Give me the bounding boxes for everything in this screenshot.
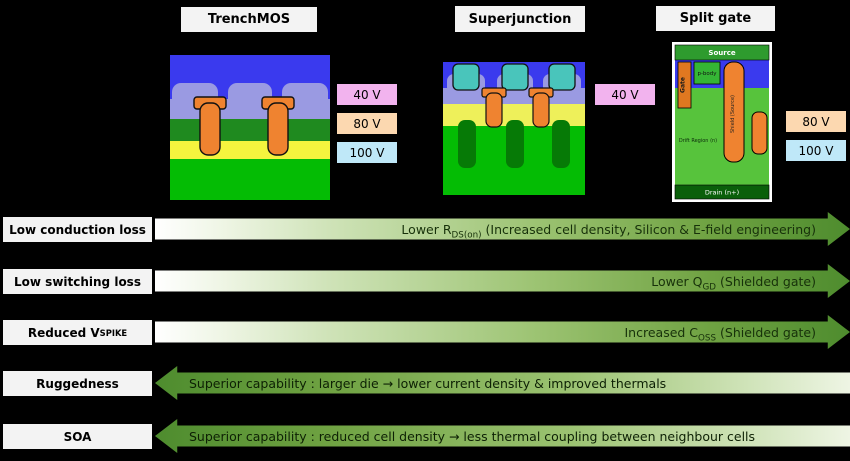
shield-trench — [723, 61, 745, 163]
row-label-ruggedness: Ruggedness — [3, 371, 152, 396]
annotation-drift: Drift Region (n) — [679, 138, 717, 144]
benefit-arrow-ruggedness: Superior capability : larger die → lower… — [155, 366, 850, 400]
p-pillar — [552, 120, 570, 168]
device-header-superjunction: Superjunction — [455, 6, 585, 32]
arrow-text: Lower RDS(on) (Increased cell density, S… — [401, 221, 816, 240]
arrow-text: Superior capability : reduced cell densi… — [189, 428, 756, 444]
gate-trench — [528, 87, 554, 128]
drain-bar — [674, 184, 770, 200]
row-label-text: Low switching loss — [14, 274, 141, 289]
p-body-region — [693, 61, 721, 85]
benefit-arrow-qgd: Lower QGD (Shielded gate) — [155, 264, 850, 298]
arrow-text: Superior capability : larger die → lower… — [189, 375, 667, 391]
annotation-gate: Gate — [680, 77, 687, 93]
annotation-drain: Drain (n+) — [705, 189, 739, 197]
p-pillar — [506, 120, 524, 168]
voltage-badge-40v: 40 V — [595, 84, 655, 105]
substrate-layer — [170, 159, 330, 200]
voltage-badge-100v: 100 V — [337, 142, 397, 163]
benefit-arrow-rdson: Lower RDS(on) (Increased cell density, S… — [155, 212, 850, 246]
body-layer — [170, 119, 330, 143]
row-label-text: Low conduction loss — [9, 222, 146, 237]
device-header-trenchmos: TrenchMOS — [181, 7, 317, 32]
oxide-layer — [443, 88, 585, 106]
source-bar — [674, 44, 770, 61]
p-pillar — [458, 120, 476, 168]
arrow-text: Increased COSS (Shielded gate) — [624, 324, 817, 343]
gate-trench — [261, 96, 295, 156]
gate-electrode — [677, 61, 692, 109]
benefit-arrow-coss: Increased COSS (Shielded gate) — [155, 315, 850, 349]
device-diagram-superjunction — [443, 62, 585, 195]
row-label-low-conduction-loss: Low conduction loss — [3, 217, 152, 242]
gate-cap — [501, 63, 529, 91]
device-diagram-split-gate: Source Gate p-body Shield (Source) Drift… — [672, 42, 772, 202]
row-label-text: SOA — [63, 429, 92, 444]
voltage-badge-80v: 80 V — [337, 113, 397, 134]
voltage-badge-80v: 80 V — [786, 111, 846, 132]
shield-trench — [751, 111, 768, 155]
row-label-text: Ruggedness — [36, 376, 119, 391]
voltage-badge-40v: 40 V — [337, 84, 397, 105]
gate-cap — [452, 63, 480, 91]
row-label-low-switching-loss: Low switching loss — [3, 269, 152, 294]
arrow-text: Lower QGD (Shielded gate) — [651, 273, 816, 292]
row-label-soa: SOA — [3, 424, 152, 449]
gate-trench — [481, 87, 507, 128]
gate-cap — [548, 63, 576, 91]
device-header-split-gate: Split gate — [656, 6, 775, 31]
annotation-shield: Shield (Source) — [730, 95, 736, 133]
benefit-arrow-soa: Superior capability : reduced cell densi… — [155, 419, 850, 453]
annotation-source: Source — [708, 49, 735, 57]
drift-layer — [170, 141, 330, 161]
voltage-badge-100v: 100 V — [786, 140, 846, 161]
gate-trench — [193, 96, 227, 156]
annotation-p-body: p-body — [697, 71, 717, 77]
device-diagram-trenchmos — [170, 55, 330, 200]
row-label-text: Reduced V — [27, 325, 100, 340]
